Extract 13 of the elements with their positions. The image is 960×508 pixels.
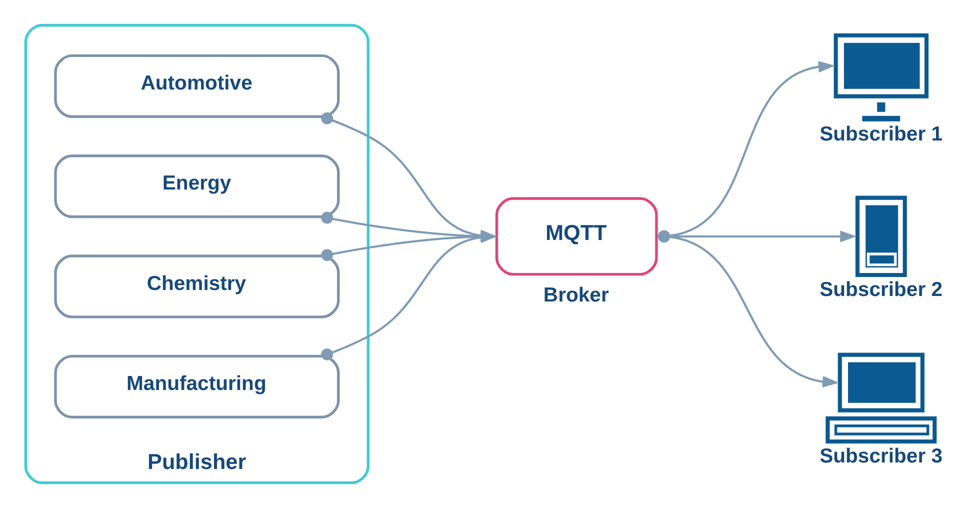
node-box: Energy <box>54 154 340 218</box>
node-box: MQTT <box>494 197 658 276</box>
arrow <box>658 60 835 242</box>
node-label: Subscriber 1 <box>819 123 942 146</box>
node-box: Automotive <box>54 54 340 118</box>
node-label: Broker <box>542 284 608 306</box>
node-box: Manufacturing <box>54 354 340 418</box>
node-label: Subscriber 2 <box>819 278 942 301</box>
arrow <box>658 230 856 242</box>
node-box: Chemistry <box>54 254 340 318</box>
node-picture <box>854 196 906 277</box>
arrow <box>658 230 839 388</box>
node-label: Subscriber 3 <box>819 445 942 468</box>
